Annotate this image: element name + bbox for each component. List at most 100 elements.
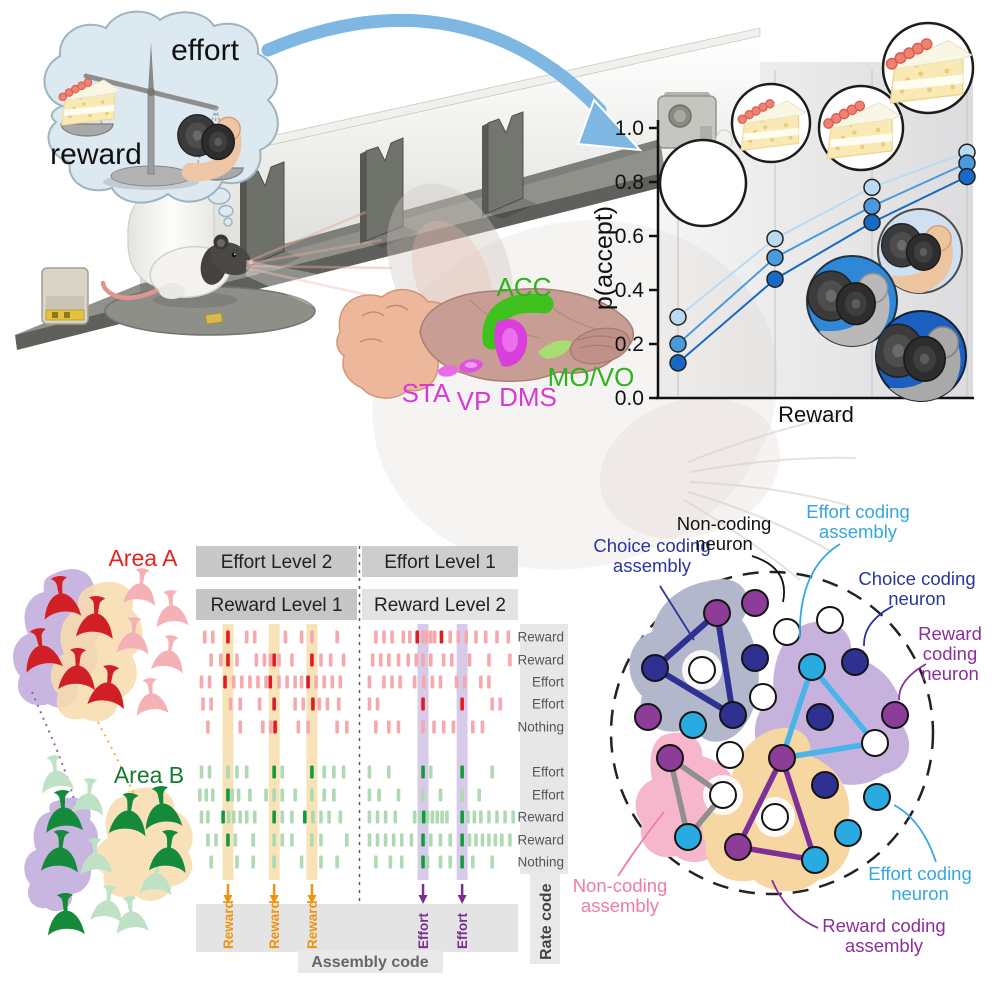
- spike-tick: [280, 788, 285, 802]
- spike-tick: [511, 810, 515, 824]
- spike-tick: [367, 810, 372, 824]
- thought-bubble: effort reward: [43, 10, 279, 227]
- region-sta: [438, 365, 458, 377]
- choice-coding-neuron: [811, 771, 839, 799]
- data-point-effort-high: [863, 213, 881, 232]
- event-column-label: Reward: [221, 900, 236, 949]
- choice-coding-neuron: [841, 648, 869, 676]
- spike-tick: [223, 675, 227, 689]
- spike-tick: [430, 675, 435, 689]
- event-column-label: Effort: [455, 913, 470, 949]
- spike-tick: [428, 833, 433, 847]
- spike-tick: [414, 653, 419, 667]
- spike-tick: [290, 653, 294, 667]
- spike-tick: [421, 810, 426, 824]
- spike-tick: [448, 833, 452, 847]
- spike-tick: [421, 630, 425, 644]
- spike-tick: [421, 720, 425, 734]
- spike-tick: [377, 788, 381, 802]
- spike-tick: [472, 810, 477, 824]
- neuron-glyph: [154, 589, 189, 628]
- spike-tick: [272, 697, 276, 711]
- spike-tick: [272, 765, 276, 779]
- effort-coding-neuron: [798, 653, 826, 681]
- event-column-label: Reward: [267, 900, 282, 949]
- spike-tick: [480, 833, 485, 847]
- spike-tick: [398, 675, 402, 689]
- row-label: Effort: [532, 788, 564, 803]
- spike-tick: [254, 653, 259, 667]
- reward-level-icons: [658, 21, 975, 228]
- non-coding-neuron: [709, 781, 737, 809]
- spike-tick: [370, 653, 375, 667]
- event-column-label: Effort: [416, 913, 431, 949]
- spike-tick: [401, 630, 406, 644]
- spike-tick: [487, 833, 491, 847]
- spike-tick: [277, 653, 281, 667]
- assembly-link: [779, 755, 818, 863]
- data-point-effort-low: [669, 308, 687, 326]
- reward-coding-neuron: [703, 599, 731, 627]
- movo-label: MO/VO: [548, 362, 635, 392]
- spike-tick: [226, 630, 230, 644]
- spike-tick: [448, 630, 452, 644]
- event-label-bar: [196, 904, 518, 952]
- label-pointer: [771, 879, 819, 929]
- spike-tick: [322, 788, 326, 802]
- data-point-effort-high: [958, 167, 976, 186]
- reward-event-column: [306, 624, 318, 880]
- spike-tick: [228, 697, 233, 711]
- spike-tick: [425, 810, 430, 824]
- spike-tick: [199, 765, 204, 779]
- non-coding-neuron: [688, 656, 716, 684]
- spike-tick: [248, 675, 252, 689]
- spike-tick: [500, 833, 504, 847]
- neuron-glyph: [123, 566, 159, 607]
- spike-tick: [460, 765, 464, 779]
- spike-tick: [272, 653, 276, 667]
- area-a-orange-assembly-blob: [50, 581, 143, 722]
- spike-tick: [460, 788, 464, 802]
- spike-tick: [310, 630, 314, 644]
- spike-tick: [451, 720, 456, 734]
- spike-tick: [508, 653, 512, 667]
- data-point-effort-medium: [766, 248, 784, 267]
- spike-tick: [467, 833, 472, 847]
- assembly-code-bar: [298, 950, 443, 973]
- spike-tick: [226, 810, 231, 824]
- spike-tick: [235, 855, 239, 869]
- label-pointer: [751, 555, 785, 603]
- spike-tick: [319, 855, 323, 869]
- y-tick-label: 0.2: [615, 333, 644, 356]
- spike-tick: [290, 810, 294, 824]
- spike-tick: [407, 630, 412, 644]
- effort-icon-low: [877, 208, 963, 294]
- reward-event-column: [222, 624, 234, 880]
- spike-tick: [238, 720, 243, 734]
- spike-tick: [303, 810, 307, 824]
- spike-tick: [345, 833, 349, 847]
- spike-tick: [390, 630, 394, 644]
- plot-yticks: 1.00.80.60.40.20.0: [615, 117, 658, 410]
- y-tick-label: 1.0: [615, 117, 644, 140]
- effort-coding-neuron: [863, 783, 891, 811]
- choice-coding-neuron: [741, 644, 769, 672]
- spike-tick: [483, 630, 488, 644]
- spike-tick: [327, 810, 331, 824]
- spike-tick: [382, 630, 386, 644]
- plot-ylabel: p(accept): [590, 206, 618, 310]
- label-pointer: [659, 585, 695, 641]
- spike-tick: [456, 630, 461, 644]
- spike-tick: [412, 675, 417, 689]
- spike-tick: [262, 653, 267, 667]
- spike-tick: [374, 720, 378, 734]
- spike-tick: [430, 810, 435, 824]
- spike-tick: [299, 675, 304, 689]
